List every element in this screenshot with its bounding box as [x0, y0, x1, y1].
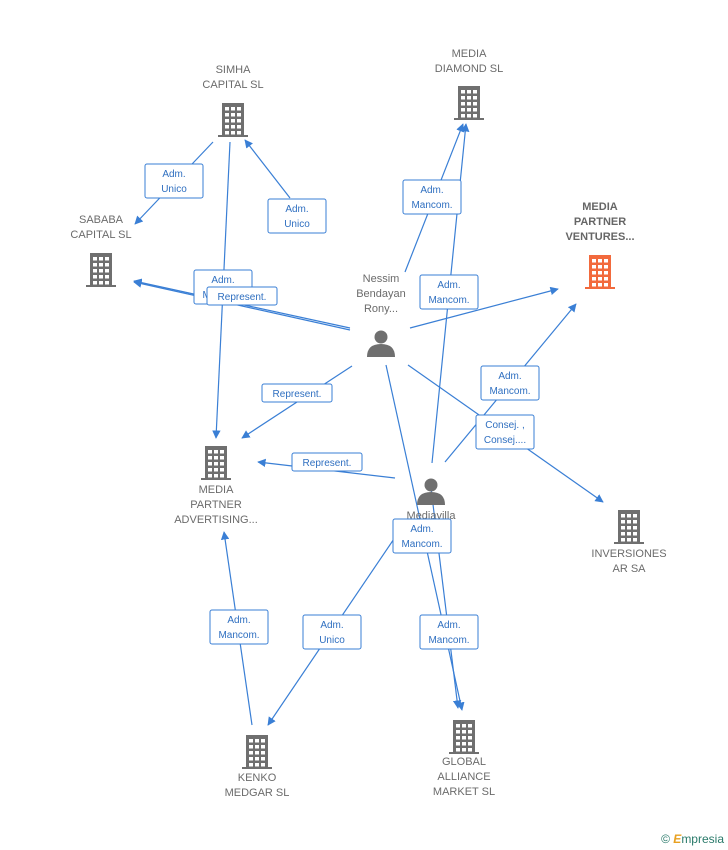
edge-nessim-to-media-partner-ventures: [409, 286, 559, 329]
node-label-line: SIMHA: [216, 64, 252, 76]
edge-labels-layer: Adm.UnicoAdm.UnicoAdm.Mancom.Adm.Mancom.…: [144, 163, 540, 650]
brand-footer: © Empresia: [661, 832, 724, 846]
edge-label-text: Unico: [284, 219, 310, 230]
edge-label-text: Mancom.: [428, 295, 469, 306]
edge-label-text: Adm.: [211, 275, 234, 286]
edge-label-box[interactable]: Adm. Unico: [144, 163, 204, 199]
edge-label-text: Mancom.: [428, 635, 469, 646]
edge-label-box[interactable]: Adm. Unico: [267, 198, 327, 234]
node-label-line: PARTNER: [574, 216, 626, 228]
edge-label-box[interactable]: Represent.: [261, 383, 333, 403]
node-label-line: MEDIA: [199, 484, 235, 496]
node-media-diamond[interactable]: MEDIA DIAMOND SL: [435, 48, 503, 120]
node-inversiones-ar[interactable]: INVERSIONES AR SA: [591, 510, 667, 575]
edge-label-text: Adm.: [498, 371, 521, 382]
edge-label-box[interactable]: Consej. , Consej....: [475, 414, 535, 450]
node-kenko[interactable]: KENKO MEDGAR SL: [225, 735, 290, 799]
node-label-line: ALLIANCE: [437, 771, 490, 783]
node-label-line: MARKET SL: [433, 786, 495, 798]
edge-label-box[interactable]: Represent.: [206, 286, 278, 306]
person-icon: [367, 330, 395, 357]
edge-label-text: Represent.: [273, 389, 322, 400]
edge-label-text: Adm.: [162, 169, 185, 180]
edge-label-text: Represent.: [303, 458, 352, 469]
node-nessim[interactable]: NessimBendayanRony...: [356, 273, 406, 357]
node-label-line: Rony...: [364, 303, 398, 315]
building-icon: [218, 103, 248, 137]
edge-label-text: Mancom.: [489, 386, 530, 397]
edge-label-box[interactable]: Adm. Mancom.: [419, 274, 479, 310]
node-label-line: Bendayan: [356, 288, 406, 300]
edge-label-text: Mancom.: [401, 539, 442, 550]
node-label-line: DIAMOND SL: [435, 63, 503, 75]
edge-label-box[interactable]: Represent.: [291, 452, 363, 472]
edge-label-text: Mancom.: [411, 200, 452, 211]
edge-nessim-to-simha: [244, 139, 291, 199]
building-icon: [201, 446, 231, 480]
edge-label-box[interactable]: Adm. Mancom.: [402, 179, 462, 215]
node-label-line: KENKO: [238, 772, 277, 784]
building-icon: [585, 255, 615, 289]
building-icon: [86, 253, 116, 287]
building-icon: [454, 86, 484, 120]
node-label-line: INVERSIONES: [591, 548, 666, 560]
node-sababa[interactable]: SABABA CAPITAL SL: [70, 214, 132, 287]
edge-label-text: Mancom.: [218, 630, 259, 641]
edge-label-text: Adm.: [420, 185, 443, 196]
edge-label-text: Unico: [319, 635, 345, 646]
node-label-line: Nessim: [363, 273, 400, 285]
edge-label-text: Consej. ,: [485, 420, 524, 431]
edge-label-box[interactable]: Adm. Mancom.: [419, 614, 479, 650]
node-label-line: MEDIA: [582, 201, 618, 213]
brand-name: mpresia: [681, 832, 724, 846]
node-label-line: GLOBAL: [442, 756, 486, 768]
edge-label-text: Adm.: [227, 615, 250, 626]
node-label-line: CAPITAL SL: [70, 229, 131, 241]
nodes-layer: SIMHA CAPITAL SL MEDIA DIAMOND SL SABABA CAPI…: [70, 48, 666, 799]
node-simha[interactable]: SIMHA CAPITAL SL: [202, 64, 264, 137]
building-icon: [614, 510, 644, 544]
node-label-line: MEDGAR SL: [225, 787, 290, 799]
node-label-line: SABABA: [79, 214, 124, 226]
node-label-line: MEDIA: [452, 48, 488, 60]
copyright-symbol: ©: [661, 832, 670, 846]
edge-label-text: Represent.: [218, 292, 267, 303]
node-media-partner-ventures[interactable]: MEDIA PARTNER VENTURES...: [565, 201, 635, 289]
building-icon: [242, 735, 272, 769]
building-icon: [449, 720, 479, 754]
node-media-partner-advertising[interactable]: MEDIA PARTNER ADVERTISING...: [174, 446, 258, 526]
edge-label-text: Adm.: [285, 204, 308, 215]
edge-label-text: Consej....: [484, 435, 526, 446]
edge-label-box[interactable]: Adm. Mancom.: [480, 365, 540, 401]
edge-label-text: Adm.: [410, 524, 433, 535]
person-icon: [417, 478, 445, 505]
edge-nessim-to-sababa: [133, 279, 351, 331]
node-label-line: ADVERTISING...: [174, 514, 258, 526]
node-label-line: PARTNER: [190, 499, 242, 511]
node-label-line: CAPITAL SL: [202, 79, 263, 91]
edge-label-box[interactable]: Adm. Mancom.: [209, 609, 269, 645]
node-global-alliance[interactable]: GLOBAL ALLIANCE MARKET SL: [433, 720, 495, 798]
edge-label-box[interactable]: Adm. Mancom.: [392, 518, 452, 554]
brand-initial: E: [673, 832, 682, 846]
edge-label-text: Adm.: [320, 620, 343, 631]
node-label-line: AR SA: [612, 563, 646, 575]
node-label-line: VENTURES...: [565, 231, 634, 243]
edge-label-text: Adm.: [437, 620, 460, 631]
edge-label-box[interactable]: Adm. Unico: [302, 614, 362, 650]
edge-label-text: Adm.: [437, 280, 460, 291]
edge-label-text: Unico: [161, 184, 187, 195]
